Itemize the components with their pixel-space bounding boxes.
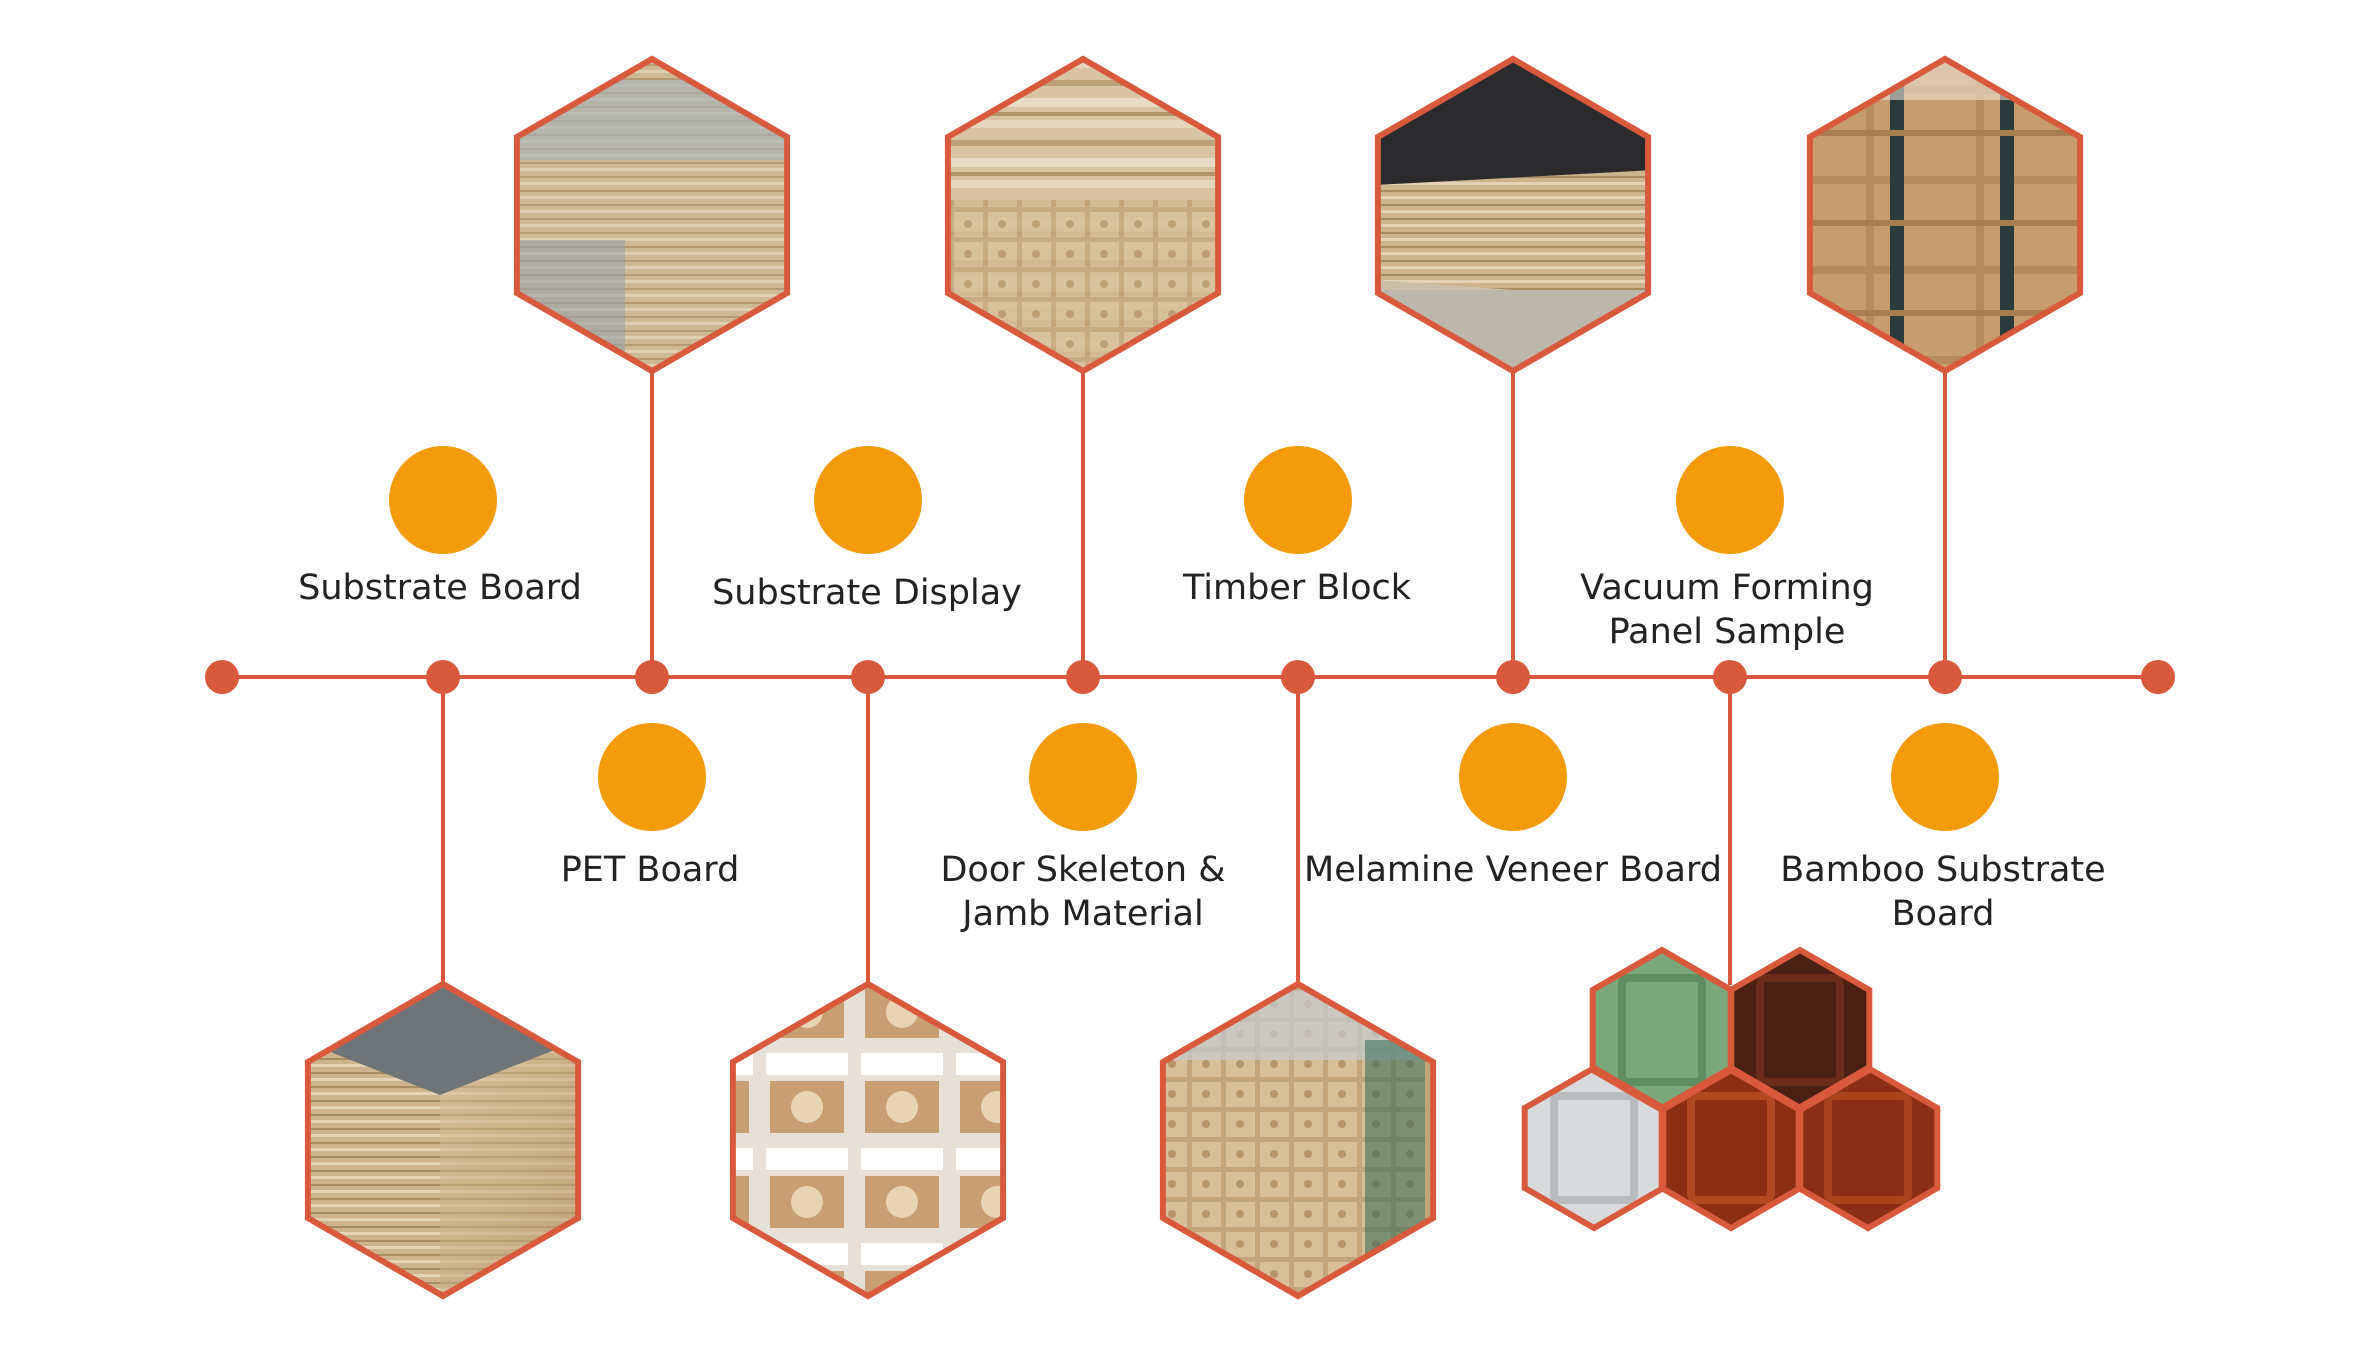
hex-border-bottom-3	[1159, 980, 1437, 1300]
timeline-node-4	[851, 660, 885, 694]
timeline-node-8	[1713, 660, 1747, 694]
timeline-node-1	[205, 660, 239, 694]
label-substrate-display: Substrate Display	[712, 573, 1022, 613]
category-dot-3	[1244, 446, 1352, 554]
hex-photo-stacked-board	[516, 59, 788, 371]
hex-photo-timber-lumber-stack	[1162, 984, 1434, 1296]
hex-photo-particle-board	[307, 984, 579, 1296]
hex-border-cluster-5	[1795, 1064, 1941, 1232]
door-panel-4	[1661, 1068, 1801, 1228]
hex-border-top-1	[513, 55, 791, 375]
timeline-node-3	[635, 660, 669, 694]
timeline-node-9	[1928, 660, 1962, 694]
timeline-nodes	[205, 660, 2175, 694]
hex-border-top-2	[944, 55, 1222, 375]
door-panel-inset-1	[1618, 974, 1706, 1086]
label-door-skeleton: Door Skeleton & Jamb Material	[940, 850, 1226, 934]
hex-border-top-3	[1374, 55, 1652, 375]
door-panel-inset-2	[1756, 974, 1844, 1086]
label-pet-board: PET Board	[560, 850, 740, 890]
hex-border-bottom-1	[304, 980, 582, 1300]
hex-photo-packed-boxes	[1809, 59, 2081, 371]
door-panel-inset-5	[1824, 1092, 1912, 1204]
door-panel-inset-4	[1687, 1092, 1775, 1204]
door-panel-1	[1592, 950, 1732, 1110]
timeline-node-6	[1281, 660, 1315, 694]
timeline-node-10	[2141, 660, 2175, 694]
hex-borders	[304, 55, 2084, 1300]
category-dot-1	[389, 446, 497, 554]
hex-border-bottom-2	[729, 980, 1007, 1300]
hex-photo-sample-display-wall	[732, 984, 1004, 1296]
category-dot-4	[1676, 446, 1784, 554]
category-dot-7	[1459, 723, 1567, 831]
category-dot-6	[1029, 723, 1137, 831]
label-bamboo-substrate: Bamboo Substrate Board	[1780, 850, 2106, 934]
label-substrate-board: Substrate Board	[298, 568, 582, 608]
door-panel-2	[1730, 950, 1870, 1110]
door-panel-3	[1524, 1068, 1664, 1228]
hex-photo-wood-block-stack	[947, 59, 1219, 371]
connectors	[441, 371, 1947, 985]
label-timber-block: Timber Block	[1182, 568, 1412, 608]
door-panel-cluster	[1524, 950, 1938, 1228]
category-dot-5	[598, 723, 706, 831]
hex-border-top-4	[1806, 55, 2084, 375]
timeline-node-7	[1496, 660, 1530, 694]
door-panel-5	[1798, 1068, 1938, 1228]
category-dot-8	[1891, 723, 1999, 831]
door-panel-inset-3	[1550, 1092, 1638, 1204]
label-melamine-veneer: Melamine Veneer Board	[1304, 850, 1722, 890]
category-dots	[389, 446, 1999, 831]
timeline-node-2	[426, 660, 460, 694]
hex-photo-laminated-board	[1377, 59, 1649, 371]
category-dot-2	[814, 446, 922, 554]
label-vacuum-forming: Vacuum Forming Panel Sample	[1580, 568, 1874, 652]
timeline-node-5	[1066, 660, 1100, 694]
